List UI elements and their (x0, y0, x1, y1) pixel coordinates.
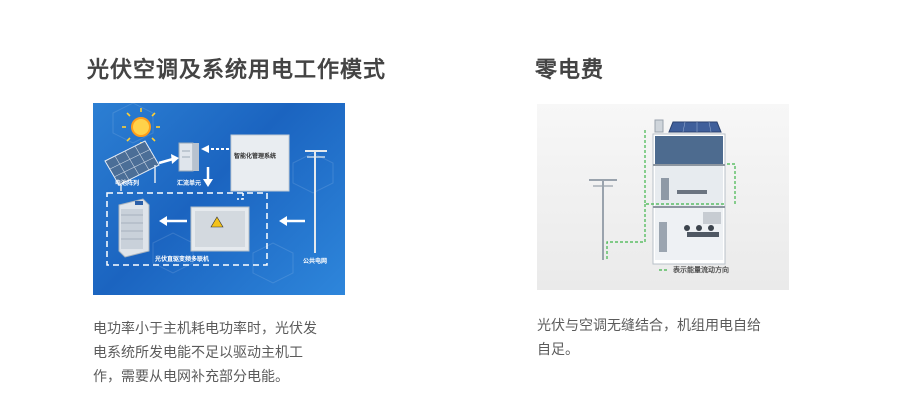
system-boundary (106, 192, 268, 266)
building-cutaway-icon (652, 119, 726, 265)
battery-array-label: 电池阵列 (115, 179, 139, 187)
right-section-title: 零电费 (535, 58, 605, 83)
right-description: 光伏与空调无缝结合，机组用电自给 自足。 (537, 314, 787, 362)
combiner-unit-label: 汇流单元 (177, 179, 201, 187)
pv-working-mode-diagram: 电池阵列 汇流单元 智能化管理系统 (93, 103, 345, 295)
arrow-solar-to-combiner (158, 154, 179, 165)
inverter-cabinet-icon (190, 206, 250, 252)
arrow-cabinet-to-vrf (159, 216, 187, 226)
utility-pole-icon (589, 179, 617, 260)
zero-electricity-building-diagram: 表示能量流动方向 (537, 104, 789, 290)
arrow-combiner-down (203, 167, 213, 187)
management-system-label: 智能化管理系统 (234, 152, 276, 160)
grid-label: 公共电网 (303, 257, 327, 265)
flow-direction-caption: 表示能量流动方向 (672, 265, 729, 274)
energy-flow-lines (606, 130, 736, 260)
arrow-management-to-combiner (201, 145, 229, 153)
right-description-line: 自足。 (537, 342, 579, 358)
inverter-unit-label: 光伏直驱变频多联机 (154, 255, 209, 263)
solar-panel-array-icon (104, 140, 160, 191)
arrow-grid-to-cabinet (279, 216, 305, 226)
utility-pole-icon (305, 150, 327, 253)
left-description-line: 电功率小于主机耗电功率时，光伏发 (93, 321, 317, 337)
left-description-line: 电系统所发电能不足以驱动主机工 (93, 345, 303, 361)
sun-icon (122, 108, 160, 146)
combiner-unit-icon (178, 142, 199, 172)
left-description: 电功率小于主机耗电功率时，光伏发 电系统所发电能不足以驱动主机工 作，需要从电网… (93, 317, 363, 389)
right-description-line: 光伏与空调无缝结合，机组用电自给 (537, 318, 761, 334)
link-management-to-unit (237, 193, 244, 200)
management-system-box (230, 134, 290, 192)
left-section-title: 光伏空调及系统用电工作模式 (87, 58, 387, 83)
vrf-outdoor-unit-icon (118, 198, 150, 258)
left-description-line: 作，需要从电网补充部分电能。 (93, 369, 289, 385)
